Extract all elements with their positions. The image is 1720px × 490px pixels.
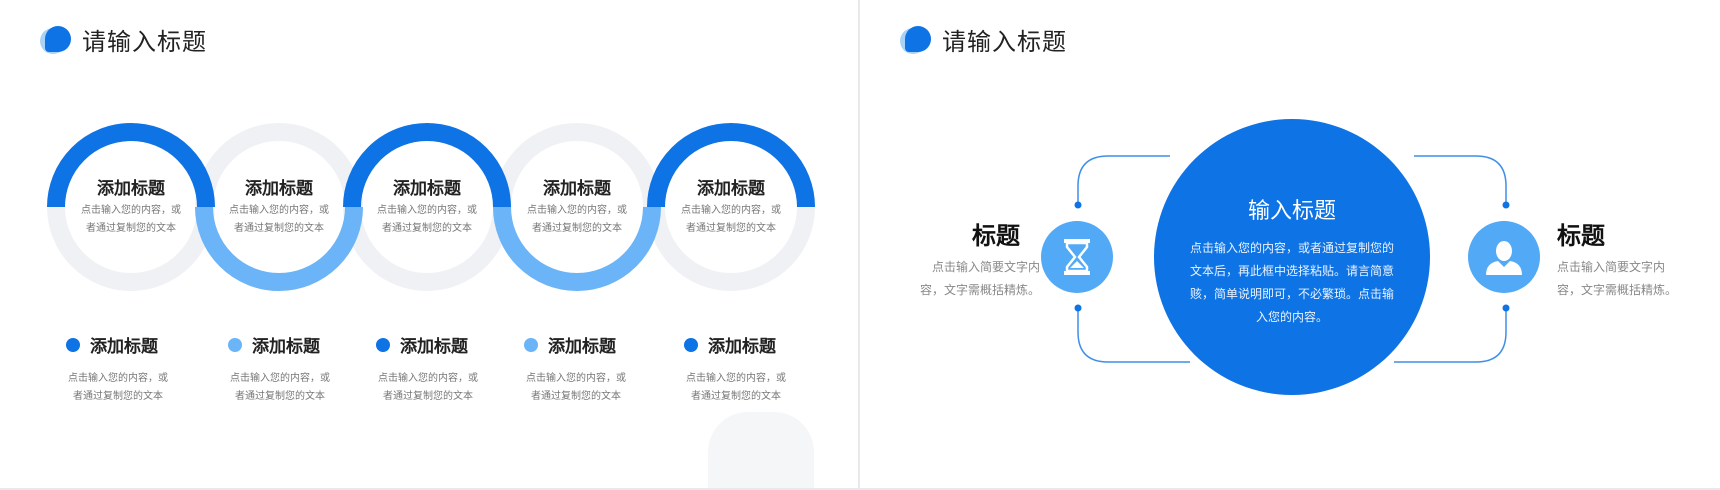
item-dot-icon [524, 337, 538, 352]
item-dot-icon [66, 337, 80, 352]
ring-desc-2[interactable]: 点击输入您的内容，或者通过复制您的文本 [229, 205, 329, 234]
ring-title-5[interactable]: 添加标题 [697, 179, 765, 199]
hourglass-icon-circle [1041, 221, 1113, 293]
ring-top-arc-3 [343, 123, 511, 208]
ring-desc-4[interactable]: 点击输入您的内容，或者通过复制您的文本 [527, 205, 627, 234]
item-label-1[interactable]: 添加标题 [90, 337, 158, 357]
item-head-5: 添加标题 [684, 332, 776, 357]
ring-chain-graphic [47, 123, 815, 291]
item-head-2: 添加标题 [228, 332, 320, 357]
item-label-2[interactable]: 添加标题 [252, 337, 320, 357]
center-title[interactable]: 输入标题 [1247, 199, 1336, 224]
ring-desc-5[interactable]: 点击输入您的内容，或者通过复制您的文本 [681, 205, 781, 234]
user-icon [1486, 241, 1522, 275]
slide-title[interactable]: 请输入标题 [942, 28, 1067, 56]
connector-lines [1074, 155, 1510, 363]
left-side-title[interactable]: 标题 [972, 222, 1020, 250]
item-label-5[interactable]: 添加标题 [708, 337, 776, 357]
item-desc-5[interactable]: 点击输入您的内容，或者通过复制您的文本 [686, 373, 786, 402]
item-head-4: 添加标题 [524, 332, 616, 357]
ring-bottom-arc-2 [195, 206, 363, 291]
decorative-shape [708, 412, 814, 488]
right-side-title[interactable]: 标题 [1557, 222, 1605, 250]
ring-title-1[interactable]: 添加标题 [97, 179, 165, 199]
left-side-desc[interactable]: 点击输入简要文字内容，文字需概括精炼。 [919, 260, 1040, 297]
ring-desc-1[interactable]: 点击输入您的内容，或者通过复制您的文本 [81, 205, 181, 234]
item-desc-2[interactable]: 点击输入您的内容，或者通过复制您的文本 [230, 373, 330, 402]
slide-title-row: 请输入标题 [40, 22, 207, 57]
center-circle: 输入标题 点击输入您的内容，或者通过复制您的文本后，再此框中选择粘贴。请言简意赅… [1154, 119, 1430, 395]
item-dot-icon [684, 337, 698, 352]
slide-left: 请输入标题 添加标题 点击输入您的内容，或者通过复制您的文本 添加标题 点击输入… [0, 0, 858, 488]
hourglass-icon [1064, 239, 1090, 275]
user-icon-circle [1468, 221, 1540, 293]
slide-title-row: 请输入标题 [900, 22, 1067, 57]
title-bullet-icon [40, 25, 72, 55]
item-dot-icon [228, 337, 242, 352]
ring-title-3[interactable]: 添加标题 [393, 179, 461, 199]
item-dot-icon [376, 337, 390, 352]
right-side-desc[interactable]: 点击输入简要文字内容，文字需概括精炼。 [1557, 260, 1678, 297]
slide-title[interactable]: 请输入标题 [82, 28, 207, 56]
item-head-1: 添加标题 [66, 332, 158, 357]
item-label-3[interactable]: 添加标题 [400, 337, 468, 357]
ring-title-4[interactable]: 添加标题 [543, 179, 611, 199]
ring-desc-3[interactable]: 点击输入您的内容，或者通过复制您的文本 [377, 205, 477, 234]
ring-title-2[interactable]: 添加标题 [245, 179, 313, 199]
item-label-4[interactable]: 添加标题 [548, 337, 616, 357]
item-desc-3[interactable]: 点击输入您的内容，或者通过复制您的文本 [378, 373, 478, 402]
item-desc-1[interactable]: 点击输入您的内容，或者通过复制您的文本 [68, 373, 168, 402]
ring-bottom-arc-4 [493, 206, 661, 291]
title-bullet-icon [900, 25, 932, 55]
ring-top-arc-1 [47, 123, 215, 208]
ring-top-arc-5 [647, 123, 815, 208]
center-desc[interactable]: 点击输入您的内容，或者通过复制您的文本后，再此框中选择粘贴。请言简意赅，简单说明… [1189, 241, 1394, 324]
item-desc-4[interactable]: 点击输入您的内容，或者通过复制您的文本 [526, 373, 626, 402]
slide-right: 请输入标题 输入标题 点击输入您的内容，或者通过复制您的文本后，再此框中选择粘贴… [860, 0, 1720, 488]
item-head-3: 添加标题 [376, 332, 468, 357]
